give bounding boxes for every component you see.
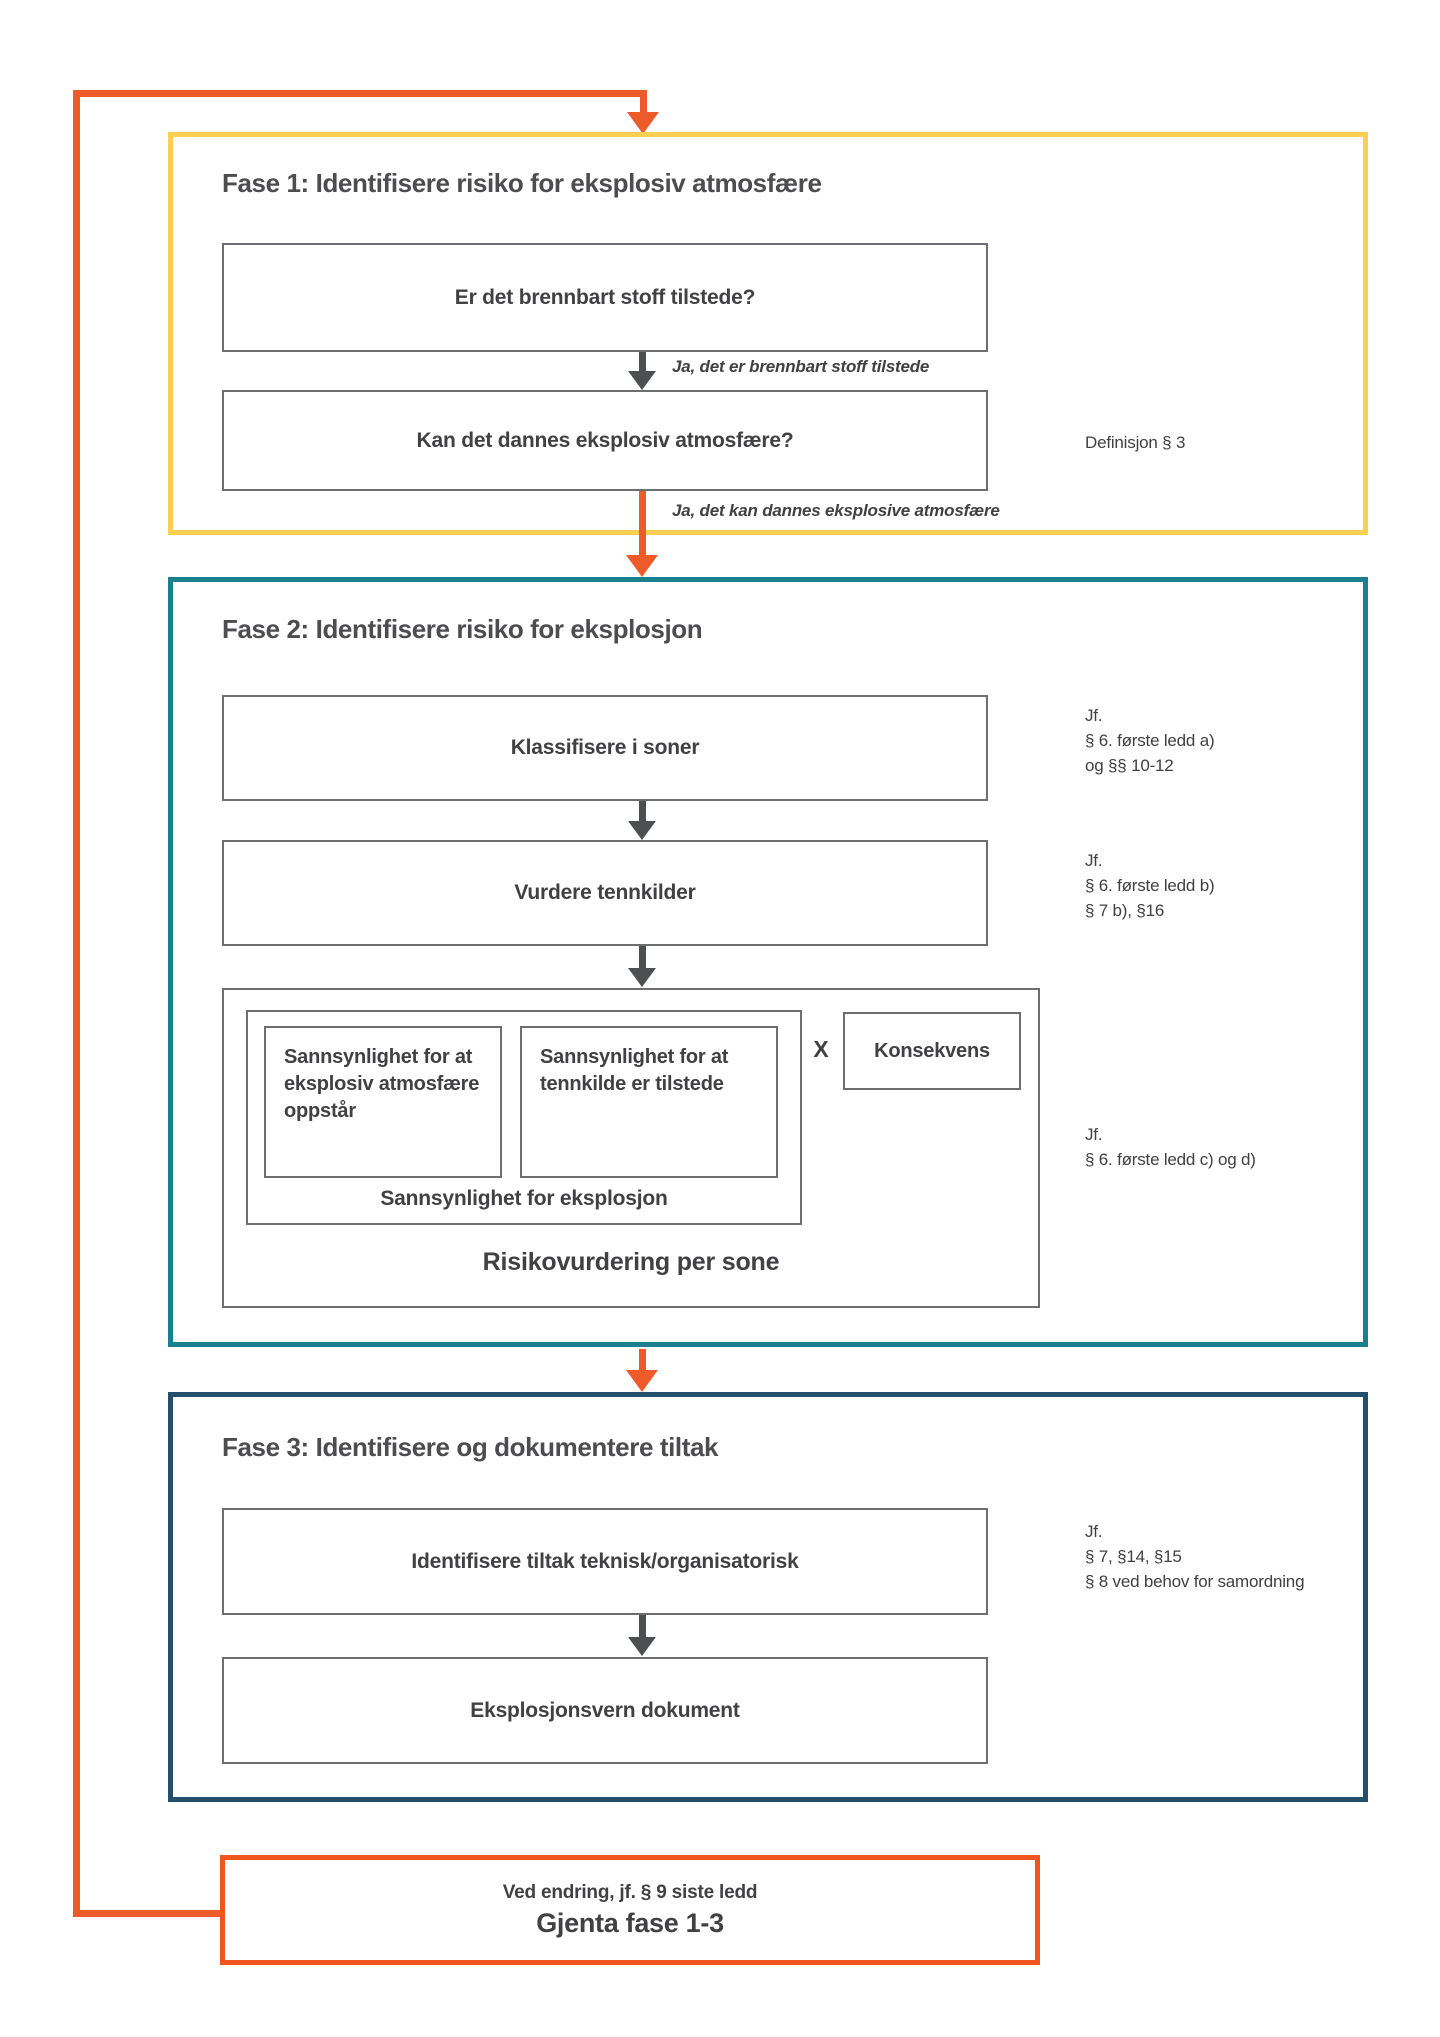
note-measures: Jf. § 7, §14, §15 § 8 ved behov for samo…: [1085, 1522, 1305, 1591]
risk-per-zone-label: Risikovurdering per sone: [482, 1248, 780, 1276]
repeat-condition-label: Ved endring, jf. § 9 siste ledd: [502, 1881, 758, 1903]
phase3-frame: [168, 1392, 1368, 1802]
box-explosive-atmosphere-label: Kan det dannes eksplosiv atmosfære?: [416, 428, 794, 452]
box-ignition-sources: Vurdere tennkilder: [222, 840, 988, 946]
arrow1-stem: [639, 352, 646, 372]
box-explosion-document: Eksplosjonsvern dokument: [222, 1657, 988, 1764]
loop-arrow-head-icon: [627, 112, 659, 134]
note-classify-zones: Jf. § 6. første ledd a) og §§ 10-12: [1085, 706, 1215, 775]
box-prob-ignition: Sannsynlighet for at tennkilde er tilste…: [520, 1026, 778, 1178]
box-consequence-label: Konsekvens: [874, 1039, 990, 1062]
box-flammable-substance: Er det brennbart stoff tilstede?: [222, 243, 988, 352]
loop-top-line: [73, 90, 647, 97]
phase1-frame: [168, 132, 1368, 535]
repeat-action-label: Gjenta fase 1-3: [536, 1907, 724, 1938]
arrow4-stem: [639, 946, 646, 969]
arrow5-stem: [639, 1349, 646, 1372]
phase1-side-note: Definisjon § 3: [1085, 433, 1186, 452]
box-flammable-substance-label: Er det brennbart stoff tilstede?: [454, 285, 756, 309]
loop-arrow-stem: [640, 97, 647, 113]
phase2-frame: [168, 577, 1368, 1347]
repeat-box-content: Ved endring, jf. § 9 siste ledd Gjenta f…: [225, 1860, 1035, 1960]
phase1-title: Fase 1: Identifisere risiko for eksplosi…: [222, 168, 822, 198]
box-identify-measures: Identifisere tiltak teknisk/organisatori…: [222, 1508, 988, 1615]
phase3-title: Fase 3: Identifisere og dokumentere tilt…: [222, 1432, 719, 1462]
arrow1-label: Ja, det er brennbart stoff tilstede: [672, 357, 930, 376]
arrow3-head-icon: [628, 821, 656, 840]
box-prob-atmosphere: Sannsynlighet for at eksplosiv atmosfære…: [264, 1026, 502, 1178]
box-identify-measures-label: Identifisere tiltak teknisk/organisatori…: [411, 1549, 799, 1573]
box-explosive-atmosphere: Kan det dannes eksplosiv atmosfære?: [222, 390, 988, 491]
arrow2-stem: [639, 491, 646, 556]
box-ignition-sources-label: Vurdere tennkilder: [514, 881, 696, 904]
arrow6-stem: [639, 1615, 646, 1638]
arrow4-head-icon: [628, 968, 656, 987]
loop-bottom-line: [73, 1910, 223, 1917]
repeat-box: Ved endring, jf. § 9 siste ledd Gjenta f…: [220, 1855, 1040, 1965]
arrow1-head-icon: [628, 371, 656, 390]
box-classify-zones-label: Klassifisere i soner: [510, 736, 700, 759]
box-prob-atmosphere-label: Sannsynlighet for at eksplosiv atmosfære…: [284, 1046, 480, 1122]
box-classify-zones: Klassifisere i soner: [222, 695, 988, 801]
loop-left-line: [73, 90, 80, 1917]
phase2-title: Fase 2: Identifisere risiko for eksplosj…: [222, 614, 703, 644]
arrow5-head-icon: [626, 1370, 658, 1392]
probability-explosion-label: Sannsynlighet for eksplosjon: [380, 1187, 668, 1210]
box-consequence: Konsekvens: [843, 1012, 1021, 1090]
note-risk: Jf. § 6. første ledd c) og d): [1085, 1125, 1256, 1169]
arrow3-stem: [639, 801, 646, 823]
arrow2-head-icon: [626, 555, 658, 577]
note-ignition-sources: Jf. § 6. første ledd b) § 7 b), §16: [1085, 851, 1215, 920]
box-prob-ignition-label: Sannsynlighet for at tennkilde er tilste…: [540, 1046, 729, 1095]
arrow2-label: Ja, det kan dannes eksplosive atmosfære: [672, 501, 1000, 520]
arrow6-head-icon: [628, 1637, 656, 1656]
box-explosion-document-label: Eksplosjonsvern dokument: [470, 1698, 740, 1722]
multiply-sign: X: [813, 1036, 829, 1062]
